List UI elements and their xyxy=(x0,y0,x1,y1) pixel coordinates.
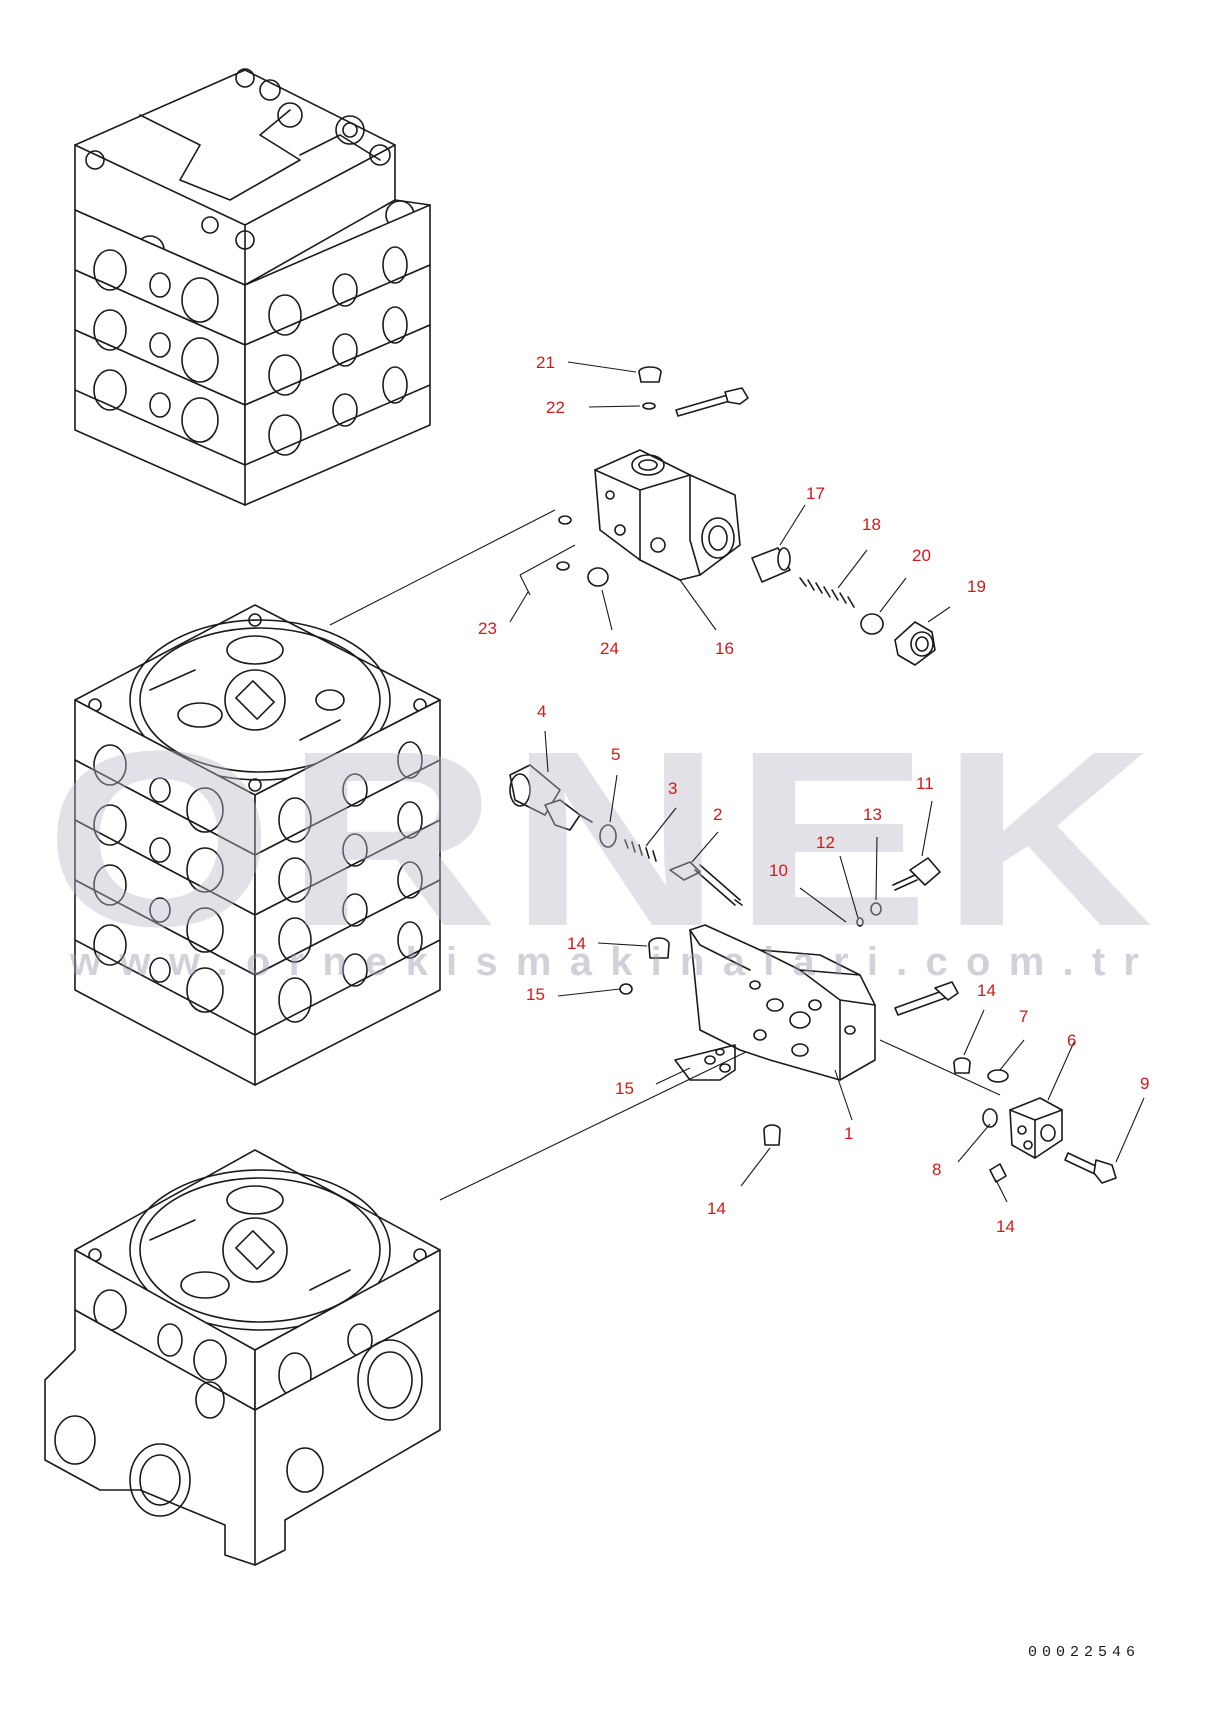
callout-21: 21 xyxy=(536,353,555,372)
callout-14-right: 14 xyxy=(977,981,996,1000)
callout-8: 8 xyxy=(932,1160,941,1179)
callout-7: 7 xyxy=(1019,1007,1028,1026)
top-valve-stack xyxy=(74,68,431,506)
callout-22: 22 xyxy=(546,398,565,417)
callout-1: 1 xyxy=(844,1124,853,1143)
callout-14-bottom-right: 14 xyxy=(996,1217,1015,1236)
bottom-valve-block xyxy=(44,1149,441,1566)
callout-labels: 21 22 17 18 20 19 23 24 16 4 5 3 2 11 13… xyxy=(478,353,1149,1236)
callout-12: 12 xyxy=(816,833,835,852)
leader-lines xyxy=(509,361,1145,1203)
callout-10: 10 xyxy=(769,861,788,880)
callout-14-lower: 14 xyxy=(707,1199,726,1218)
callout-17: 17 xyxy=(806,484,825,503)
callout-3: 3 xyxy=(668,779,677,798)
watermark-url: www.ornekismakinalari.com.tr xyxy=(69,940,1150,984)
callout-19: 19 xyxy=(967,577,986,596)
assembly-line-upper xyxy=(329,509,556,626)
callout-6: 6 xyxy=(1067,1031,1076,1050)
callout-2: 2 xyxy=(713,805,722,824)
callout-9: 9 xyxy=(1140,1074,1149,1093)
callout-5: 5 xyxy=(611,745,620,764)
callout-14-upper: 14 xyxy=(567,934,586,953)
assembly-line-lower xyxy=(439,1049,751,1201)
callout-16: 16 xyxy=(715,639,734,658)
callout-20: 20 xyxy=(912,546,931,565)
upper-parts-group xyxy=(519,366,936,666)
callout-11: 11 xyxy=(916,774,934,793)
watermark-brand: ORNEK xyxy=(45,699,1165,978)
callout-18: 18 xyxy=(862,515,881,534)
callout-24: 24 xyxy=(600,639,619,658)
drawing-number: 00022546 xyxy=(1028,1644,1140,1661)
middle-valve-stack xyxy=(74,604,441,1086)
callout-15-lower: 15 xyxy=(615,1079,634,1098)
callout-15-upper: 15 xyxy=(526,985,545,1004)
callout-4: 4 xyxy=(537,702,546,721)
watermark: ORNEK www.ornekismakinalari.com.tr xyxy=(45,699,1165,984)
lower-parts-group xyxy=(509,764,1117,1184)
callout-23: 23 xyxy=(478,619,497,638)
callout-13: 13 xyxy=(863,805,882,824)
